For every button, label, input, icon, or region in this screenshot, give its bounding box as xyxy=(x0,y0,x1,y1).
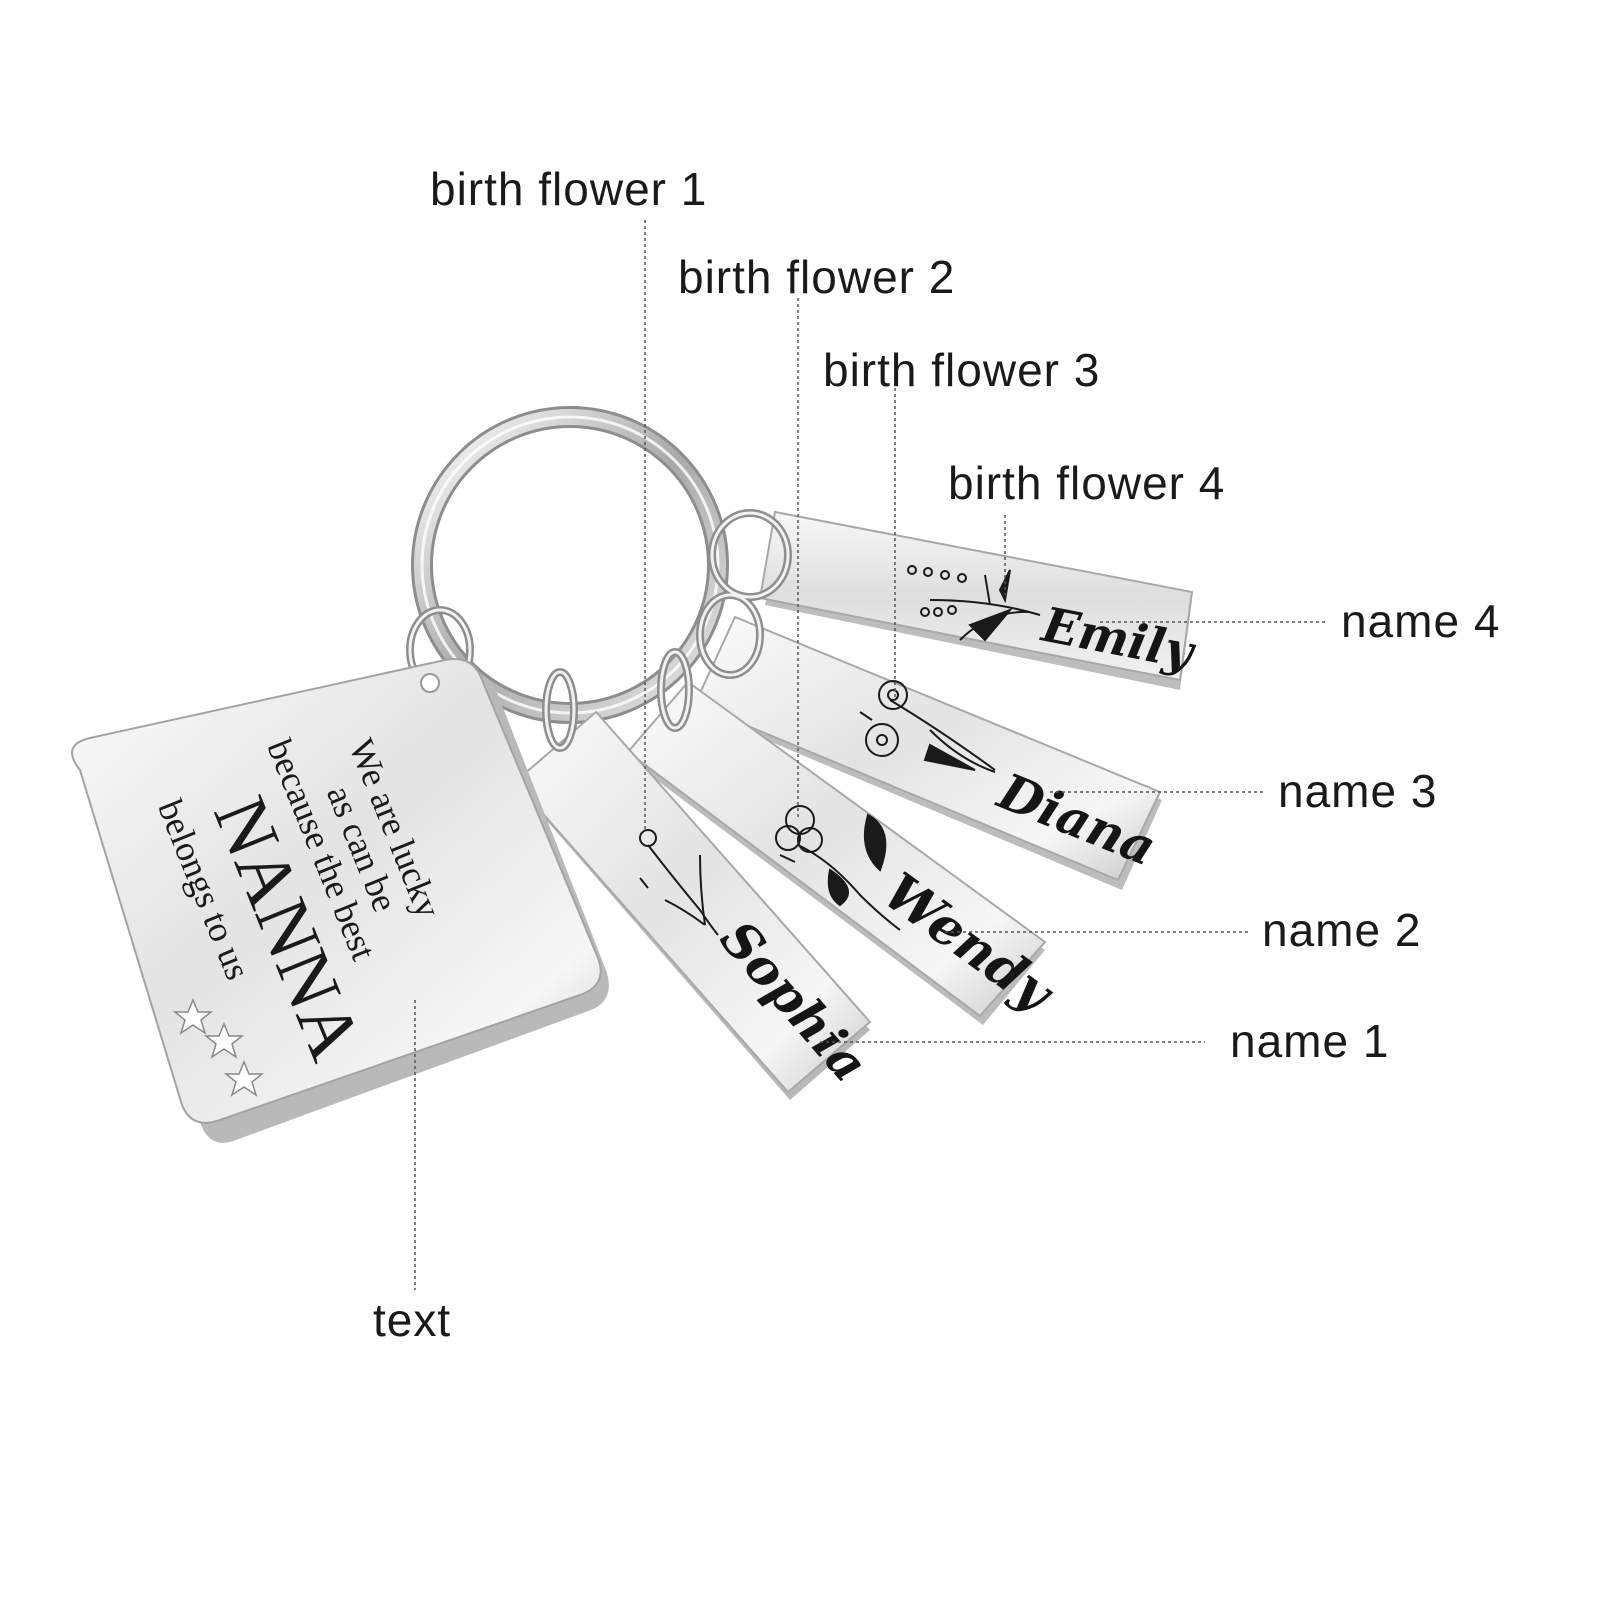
label-name-2: name 2 xyxy=(1262,904,1422,956)
label-name-3: name 3 xyxy=(1278,765,1438,817)
jump-ring-highlights xyxy=(408,511,790,750)
label-birth-flower-3: birth flower 3 xyxy=(823,344,1101,396)
label-name-1: name 1 xyxy=(1230,1015,1390,1067)
label-name-4: name 4 xyxy=(1341,595,1501,647)
birth-flower-4-icon xyxy=(907,565,1041,642)
birth-flower-1-icon xyxy=(639,829,719,936)
label-birth-flower-1: birth flower 1 xyxy=(430,163,708,215)
main-tag: We are lucky as can be because the best … xyxy=(71,658,609,1143)
label-text: text xyxy=(373,1294,452,1346)
birth-flower-3-icon xyxy=(859,680,996,773)
label-birth-flower-4: birth flower 4 xyxy=(948,457,1226,509)
name-tag-3: Diana xyxy=(693,615,1164,890)
star-cutouts xyxy=(172,998,265,1097)
leader-lines xyxy=(414,220,1325,1290)
birth-flower-2-icon xyxy=(775,805,901,931)
label-birth-flower-2: birth flower 2 xyxy=(678,251,956,303)
name-tag-4: Emily xyxy=(758,510,1200,690)
